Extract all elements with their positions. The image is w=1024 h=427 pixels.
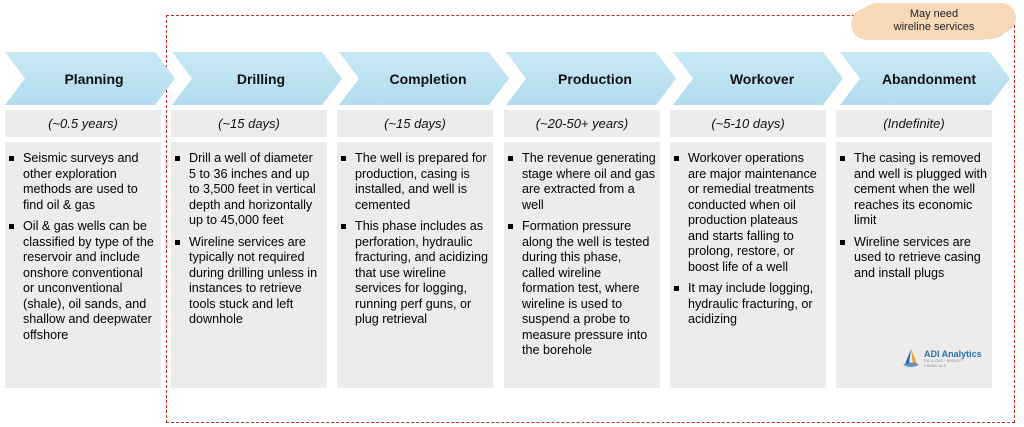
square-bullet-icon xyxy=(840,156,845,161)
phase-arrow-completion: Completion xyxy=(339,52,509,105)
duration-box-completion: (~15 days) xyxy=(337,110,493,137)
square-bullet-icon xyxy=(508,156,513,161)
bullet-list: Seismic surveys and other exploration me… xyxy=(9,151,157,343)
bullet-item: Wireline services are typically not requ… xyxy=(175,235,323,328)
bullet-text: The well is prepared for production, cas… xyxy=(355,151,487,212)
bullet-text: Seismic surveys and other exploration me… xyxy=(23,151,139,212)
bullet-item: The well is prepared for production, cas… xyxy=(341,151,489,213)
square-bullet-icon xyxy=(175,156,180,161)
bullet-item: Seismic surveys and other exploration me… xyxy=(9,151,157,213)
square-bullet-icon xyxy=(175,239,180,245)
bullet-list: The well is prepared for production, cas… xyxy=(341,151,489,328)
phase-arrow-workover: Workover xyxy=(673,52,843,105)
phase-label: Planning xyxy=(64,70,124,87)
bullet-item: The revenue generating stage where oil a… xyxy=(508,151,656,213)
bullet-text: This phase includes as perforation, hydr… xyxy=(355,219,489,326)
phase-arrow-abandonment: Abandonment xyxy=(840,52,1010,105)
phase-label: Drilling xyxy=(236,70,286,87)
square-bullet-icon xyxy=(341,224,346,229)
duration-box-production: (~20-50+ years) xyxy=(504,110,660,137)
description-box-drilling: Drill a well of diameter 5 to 36 inches … xyxy=(171,142,327,388)
bullet-text: Workover operations are major maintenanc… xyxy=(688,151,817,274)
duration-box-workover: (~5-10 days) xyxy=(670,110,826,137)
phase-label: Workover xyxy=(729,70,795,87)
square-bullet-icon xyxy=(508,224,513,229)
description-box-planning: Seismic surveys and other exploration me… xyxy=(5,142,161,388)
square-bullet-icon xyxy=(674,286,679,291)
phase-label: Abandonment xyxy=(881,70,977,87)
bullet-text: Drill a well of diameter 5 to 36 inches … xyxy=(189,151,316,227)
logo-icon xyxy=(903,349,919,367)
bullet-list: The casing is removed and well is plugge… xyxy=(840,151,988,281)
bullet-item: Workover operations are major maintenanc… xyxy=(674,151,822,275)
square-bullet-icon xyxy=(674,156,679,161)
bullet-item: The casing is removed and well is plugge… xyxy=(840,151,988,229)
description-box-production: The revenue generating stage where oil a… xyxy=(504,142,660,388)
bullet-text: Wireline services are typically not requ… xyxy=(189,234,318,327)
callout-line-1: May need xyxy=(909,8,959,20)
square-bullet-icon xyxy=(9,156,14,161)
bullet-item: Wireline services are used to retrieve c… xyxy=(840,235,988,282)
bullet-text: Formation pressure along the well is tes… xyxy=(522,219,650,357)
bullet-text: It may include logging, hydraulic fractu… xyxy=(688,281,814,326)
callout-line-2: wireline services xyxy=(893,21,975,33)
duration-box-planning: (~0.5 years) xyxy=(5,110,161,137)
square-bullet-icon xyxy=(9,224,14,229)
description-box-workover: Workover operations are major maintenanc… xyxy=(670,142,826,388)
bullet-text: Wireline services are used to retrieve c… xyxy=(854,234,981,280)
bullet-text: Oil & gas wells can be classified by typ… xyxy=(23,219,154,342)
bullet-item: It may include logging, hydraulic fractu… xyxy=(674,281,822,328)
bullet-list: The revenue generating stage where oil a… xyxy=(508,151,656,359)
wireline-callout: May need wireline services xyxy=(859,3,1009,39)
phase-label: Production xyxy=(558,70,632,87)
phase-arrow-planning: Planning xyxy=(5,52,175,105)
square-bullet-icon xyxy=(840,239,845,245)
logo-name: ADI Analytics xyxy=(924,349,982,359)
bullet-list: Drill a well of diameter 5 to 36 inches … xyxy=(175,151,323,328)
bullet-list: Workover operations are major maintenanc… xyxy=(674,151,822,328)
phase-arrow-production: Production xyxy=(506,52,676,105)
logo-tagline: OIL & GAS · ENERGY · CHEMICALS xyxy=(924,359,966,368)
bullet-text: The revenue generating stage where oil a… xyxy=(522,151,656,212)
description-box-completion: The well is prepared for production, cas… xyxy=(337,142,493,388)
bullet-item: Oil & gas wells can be classified by typ… xyxy=(9,219,157,343)
bullet-item: This phase includes as perforation, hydr… xyxy=(341,219,489,328)
phase-arrow-drilling: Drilling xyxy=(172,52,342,105)
bullet-text: The casing is removed and well is plugge… xyxy=(854,151,988,227)
bullet-item: Formation pressure along the well is tes… xyxy=(508,219,656,359)
description-box-abandonment: The casing is removed and well is plugge… xyxy=(836,142,992,388)
duration-box-abandonment: (Indefinite) xyxy=(836,110,992,137)
wireline-services-frame xyxy=(166,15,1015,423)
bullet-item: Drill a well of diameter 5 to 36 inches … xyxy=(175,151,323,229)
company-logo: ADI Analytics OIL & GAS · ENERGY · CHEMI… xyxy=(902,345,982,373)
duration-box-drilling: (~15 days) xyxy=(171,110,327,137)
square-bullet-icon xyxy=(341,156,346,161)
phase-label: Completion xyxy=(389,70,467,87)
